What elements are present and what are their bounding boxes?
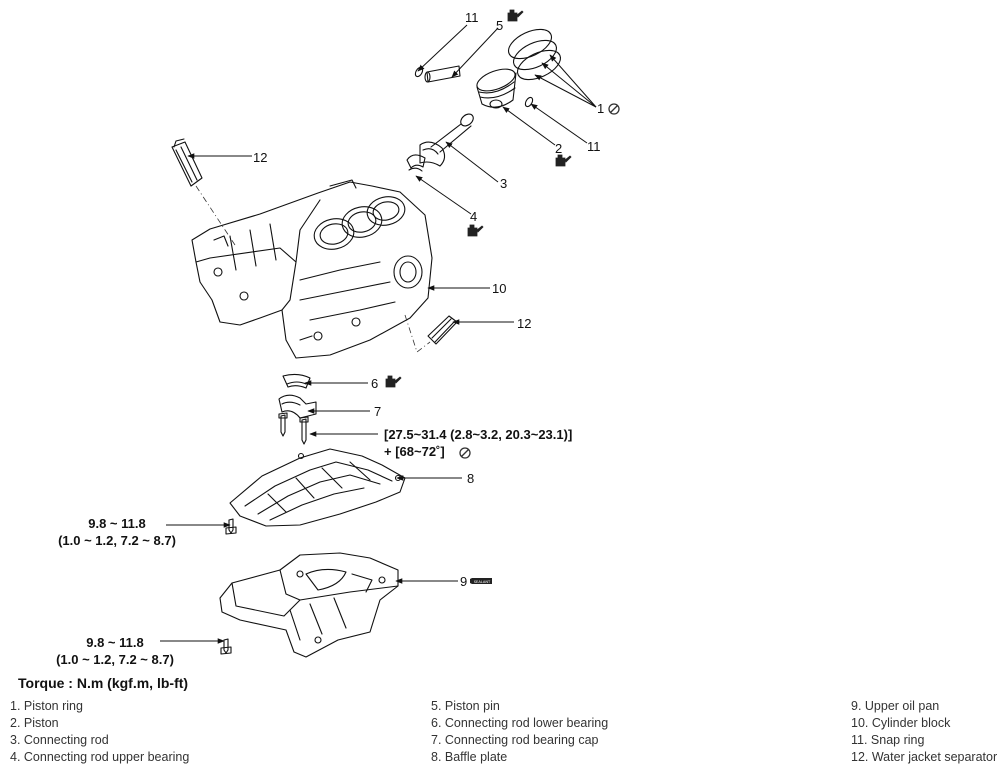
- baffle-bolt-torque-line1: 9.8 ~ 11.8: [88, 516, 146, 531]
- legend-item: 4. Connecting rod upper bearing: [10, 750, 190, 764]
- oil-can-icon: [385, 9, 572, 388]
- legend-item: 5. Piston pin: [431, 699, 500, 713]
- callout-2: 2: [555, 141, 563, 156]
- bearing-cap-part: [278, 394, 317, 419]
- baffle-bolt-part: [225, 518, 237, 535]
- legend-item: 3. Connecting rod: [10, 733, 109, 747]
- leader-lines: [160, 24, 597, 644]
- legend-item: 6. Connecting rod lower bearing: [431, 716, 609, 730]
- lower-bearing-part: [282, 373, 311, 389]
- legend-column-3: 9. Upper oil pan 10. Cylinder block 11. …: [851, 698, 997, 766]
- legend-item: 12. Water jacket separator: [851, 750, 998, 764]
- callout-9: 9: [460, 574, 468, 589]
- legend-item: 10. Cylinder block: [851, 716, 951, 730]
- callout-11-top: 11: [465, 10, 479, 25]
- legend-item: 8. Baffle plate: [431, 750, 508, 764]
- callout-6: 6: [371, 376, 379, 391]
- piston-rings-part: [507, 28, 562, 81]
- bearing-cap-torque-line1: [27.5~31.4 (2.8~3.2, 20.3~23.1)]: [384, 427, 573, 442]
- cylinder-block-part: [191, 179, 433, 359]
- oil-pan-bolt-part: [220, 638, 232, 655]
- baffle-plate-part: [229, 448, 406, 527]
- water-jacket-separator-top-part: [171, 138, 203, 187]
- oil-pan-bolt-torque-line2: (1.0 ~ 1.2, 7.2 ~ 8.7): [56, 652, 174, 667]
- baffle-bolt-torque-spec: 9.8 ~ 11.8 (1.0 ~ 1.2, 7.2 ~ 8.7): [56, 515, 178, 549]
- bearing-cap-bolts-part: [278, 412, 309, 445]
- oil-pan-bolt-torque-spec: 9.8 ~ 11.8 (1.0 ~ 1.2, 7.2 ~ 8.7): [54, 634, 176, 668]
- legend-item: 1. Piston ring: [10, 699, 83, 713]
- upper-bearing-part: [406, 154, 426, 172]
- callout-1: 1: [597, 101, 605, 116]
- legend-column-1: 1. Piston ring 2. Piston 3. Connecting r…: [10, 698, 189, 766]
- legend-column-2: 5. Piston pin 6. Connecting rod lower be…: [431, 698, 608, 766]
- callout-3: 3: [500, 176, 508, 191]
- connecting-rod-part: [419, 113, 474, 167]
- upper-oil-pan-part: [219, 552, 399, 658]
- bearing-cap-torque-line2: + [68~72˚]: [384, 444, 445, 459]
- water-jacket-separator-bottom-part: [427, 315, 458, 345]
- callout-7: 7: [374, 404, 382, 419]
- callout-10: 10: [492, 281, 507, 296]
- legend-item: 9. Upper oil pan: [851, 699, 940, 713]
- callout-12-bottom: 12: [517, 316, 532, 331]
- sealant-label: SEALANT: [474, 580, 491, 584]
- sealant-tube-icon: SEALANT: [470, 578, 492, 584]
- baffle-bolt-torque-line2: (1.0 ~ 1.2, 7.2 ~ 8.7): [58, 533, 176, 548]
- callout-8: 8: [467, 471, 475, 486]
- torque-unit-label: Torque : N.m (kgf.m, lb-ft): [18, 675, 189, 691]
- piston-pin-part: [424, 65, 461, 83]
- oil-pan-bolt-torque-line1: 9.8 ~ 11.8: [86, 635, 144, 650]
- callout-11-mid: 11: [587, 139, 601, 154]
- callout-12-top: 12: [253, 150, 268, 165]
- no-reuse-icon: [459, 103, 620, 459]
- snap-ring-mid-part: [524, 96, 534, 108]
- snap-ring-top-part: [414, 66, 424, 78]
- callout-4: 4: [470, 209, 478, 224]
- legend-item: 2. Piston: [10, 716, 59, 730]
- piston-part: [476, 68, 517, 109]
- exploded-view-diagram: SEALANT: [160, 9, 620, 658]
- bearing-cap-torque-spec: [27.5~31.4 (2.8~3.2, 20.3~23.1)] + [68~7…: [384, 426, 572, 460]
- legend-item: 11. Snap ring: [851, 733, 925, 747]
- alignment-lines: [195, 185, 431, 353]
- legend-item: 7. Connecting rod bearing cap: [431, 733, 599, 747]
- callout-5: 5: [496, 18, 504, 33]
